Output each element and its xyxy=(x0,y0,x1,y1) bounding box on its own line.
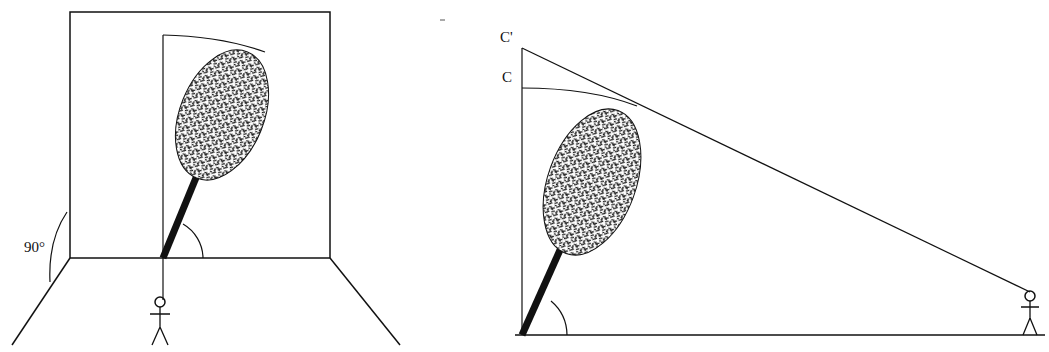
ground-line xyxy=(515,334,1045,336)
stray-mark xyxy=(440,20,445,21)
tree-trunk xyxy=(522,250,560,335)
tree-trunk xyxy=(163,168,200,258)
floor-edge xyxy=(330,258,400,345)
person-body xyxy=(150,307,170,345)
right-scene xyxy=(515,48,1045,335)
height-arc xyxy=(163,35,265,52)
right-angle-arc xyxy=(50,212,67,282)
plumb-line xyxy=(162,35,163,300)
height-arc xyxy=(522,88,637,106)
point-label: C' xyxy=(500,30,513,45)
person-head xyxy=(155,297,165,307)
wall xyxy=(70,12,330,258)
person-body xyxy=(1021,301,1039,335)
tree-crown xyxy=(525,96,660,269)
angle-arc xyxy=(183,224,203,258)
left-scene xyxy=(12,12,400,345)
tree-crown xyxy=(158,36,287,194)
angle-arc xyxy=(551,301,567,335)
angle-label: 90° xyxy=(24,240,45,255)
floor-edge xyxy=(12,258,70,345)
point-label: C xyxy=(502,70,512,85)
plumb-line xyxy=(521,48,522,335)
sight-line xyxy=(522,48,1030,292)
person-head xyxy=(1025,291,1035,301)
